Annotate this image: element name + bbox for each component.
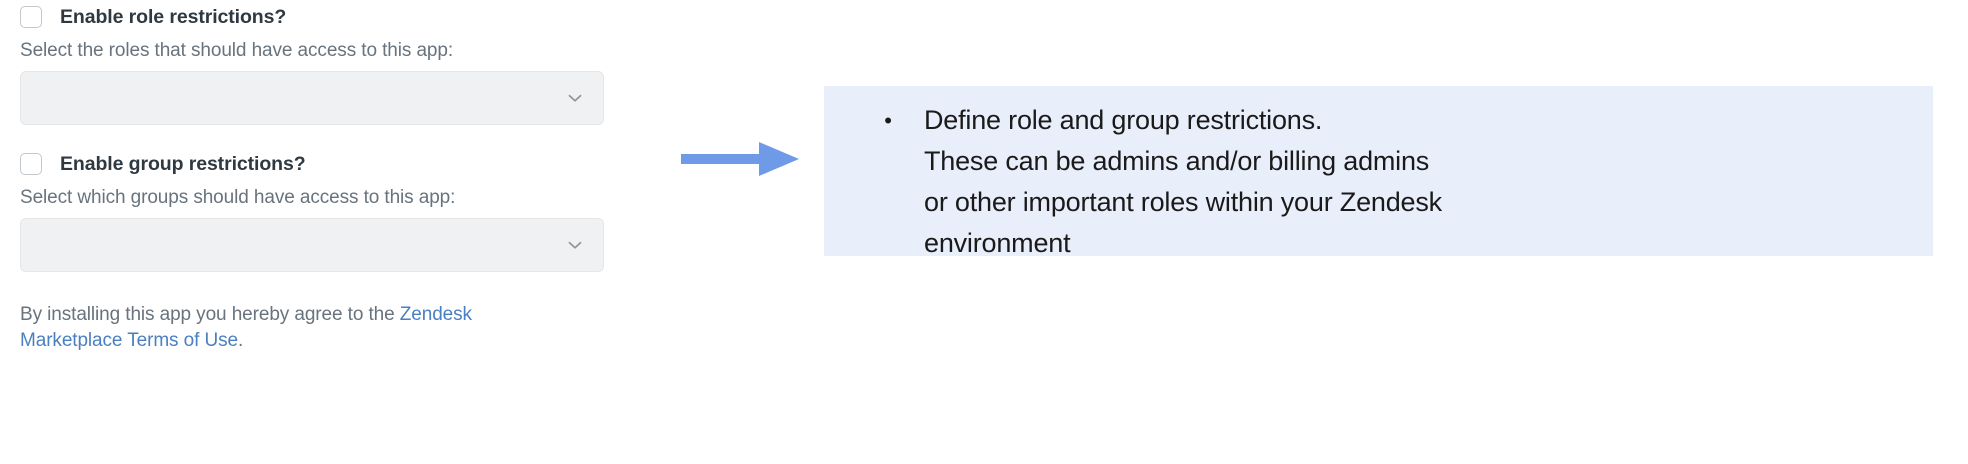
enable-group-restrictions-label: Enable group restrictions? <box>60 152 306 175</box>
callout-line: environment <box>924 228 1071 258</box>
enable-role-restrictions-checkbox-row[interactable]: Enable role restrictions? <box>20 0 620 34</box>
chevron-down-icon[interactable] <box>564 234 586 256</box>
callout-bullet-icon: • <box>884 108 892 133</box>
callout-text: Define role and group restrictions. Thes… <box>924 100 1442 264</box>
enable-role-restrictions-checkbox[interactable] <box>20 6 42 28</box>
instruction-callout: • Define role and group restrictions. Th… <box>824 86 1933 258</box>
enable-group-restrictions-checkbox-row[interactable]: Enable group restrictions? <box>20 147 620 181</box>
callout-line: These can be admins and/or billing admin… <box>924 146 1430 176</box>
role-restrictions-field: Enable role restrictions? Select the rol… <box>20 0 620 125</box>
groups-select[interactable] <box>20 218 604 272</box>
field-spacer <box>20 125 620 147</box>
callout-line: Define role and group restrictions. <box>924 105 1323 135</box>
enable-group-restrictions-checkbox[interactable] <box>20 153 42 175</box>
enable-role-restrictions-label: Enable role restrictions? <box>60 5 287 28</box>
callout-line: or other important roles within your Zen… <box>924 187 1442 217</box>
role-restrictions-helper-text: Select the roles that should have access… <box>20 40 454 61</box>
group-restrictions-helper-text: Select which groups should have access t… <box>20 187 456 208</box>
chevron-down-icon[interactable] <box>564 87 586 109</box>
zendesk-marketplace-terms-link[interactable]: Zendesk Marketplace Terms of Use <box>20 304 472 352</box>
terms-prefix: By installing this app you hereby agree … <box>20 304 400 325</box>
app-settings-form: Enable role restrictions? Select the rol… <box>20 0 620 354</box>
terms-of-use-text: By installing this app you hereby agree … <box>20 302 565 354</box>
group-restrictions-field: Enable group restrictions? Select which … <box>20 147 620 272</box>
arrow-right-icon <box>681 142 799 176</box>
roles-select[interactable] <box>20 71 604 125</box>
terms-suffix: . <box>237 330 244 352</box>
